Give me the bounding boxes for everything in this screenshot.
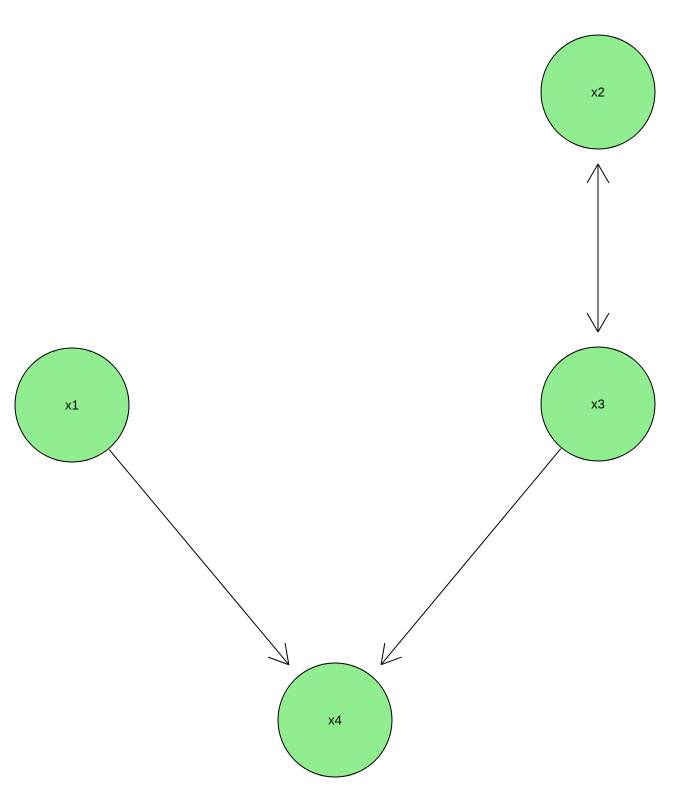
node-label-x2: x2 <box>591 85 605 100</box>
edge-x3-x4 <box>380 448 562 666</box>
node-label-x1: x1 <box>65 398 79 413</box>
node-label-x4: x4 <box>328 713 342 728</box>
arrowhead-into-x4-leg-2 <box>380 642 386 665</box>
arrowhead-into-x2-leg-2 <box>597 163 610 184</box>
graph-node-x2: x2 <box>540 34 656 150</box>
node-circle-x4 <box>277 662 393 778</box>
arrowhead-into-x4-leg-2 <box>268 656 290 666</box>
graph-node-x3: x3 <box>540 346 656 462</box>
node-circle-x1 <box>14 347 130 463</box>
node-label-x3: x3 <box>591 397 605 412</box>
node-circle-x2 <box>540 34 656 150</box>
arrowhead-into-x4-leg-1 <box>380 656 402 666</box>
edge-line-x1-x4 <box>108 449 290 666</box>
edge-line-x3-x4 <box>380 448 562 665</box>
arrowhead-into-x2-leg-1 <box>586 163 599 184</box>
arrowhead-into-x3-leg-2 <box>586 312 599 333</box>
arrowhead-into-x3-leg-1 <box>597 312 610 333</box>
graph-node-x1: x1 <box>14 347 130 463</box>
arrowhead-into-x4-leg-1 <box>284 642 290 665</box>
edge-x2-x3 <box>586 163 610 333</box>
node-circle-x3 <box>540 346 656 462</box>
graph-node-x4: x4 <box>277 662 393 778</box>
edge-x1-x4 <box>108 449 290 666</box>
